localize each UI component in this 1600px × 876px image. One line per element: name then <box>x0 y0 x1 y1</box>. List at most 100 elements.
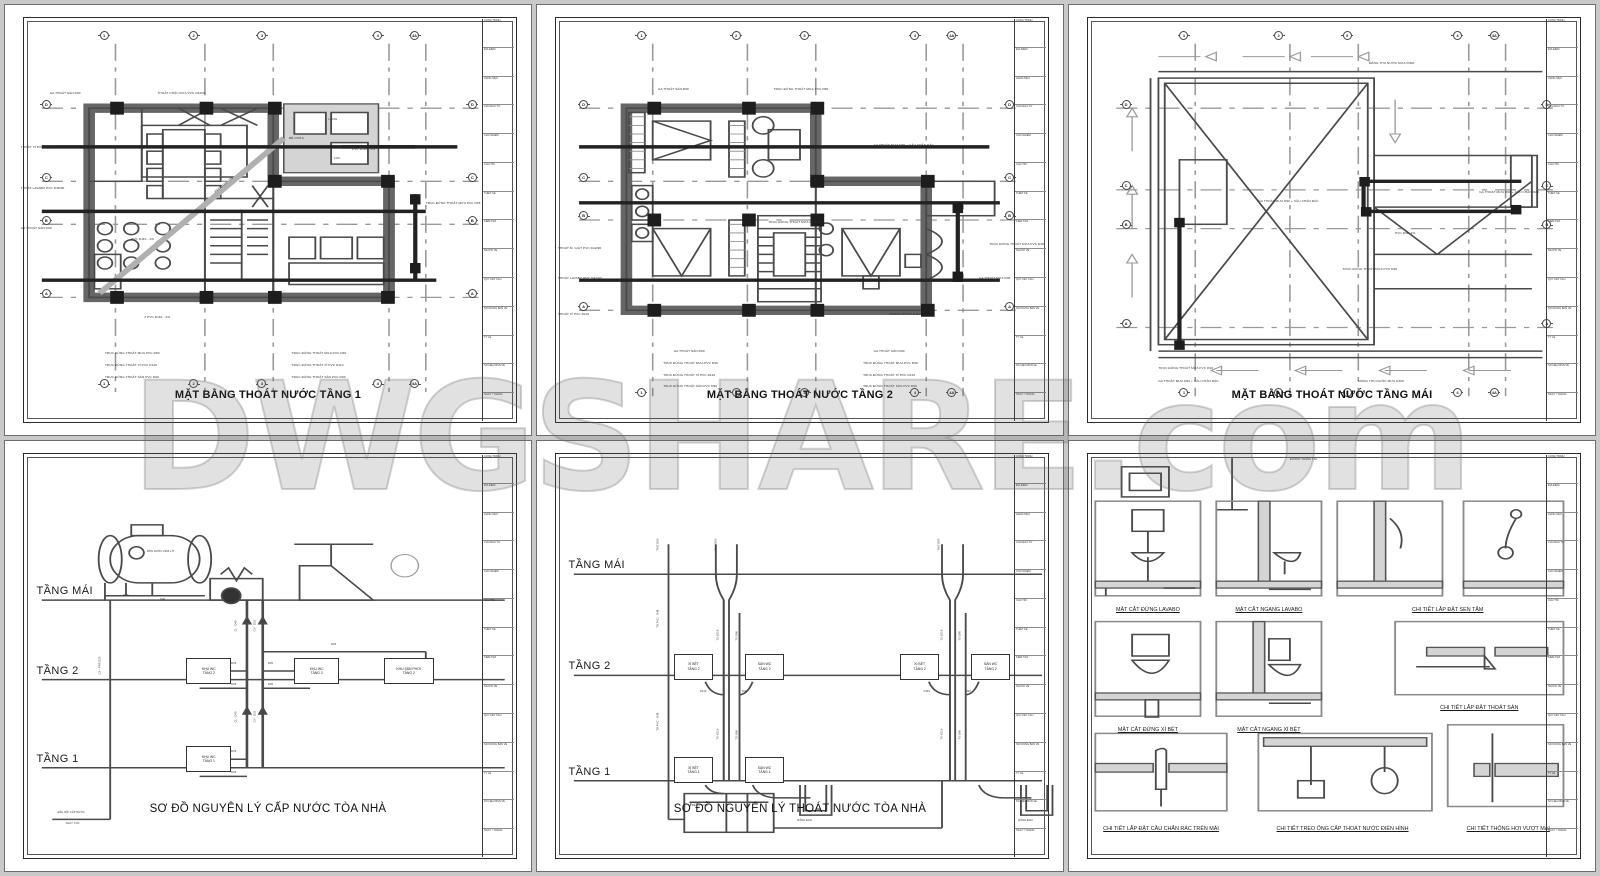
node-line-1: XÍ BỆT <box>688 662 699 667</box>
annotation: TRỤC ĐỨNG THOÁT XÍ PVC D110 <box>104 363 157 368</box>
tb-row: CHỦ ĐẦU TƯ <box>483 105 514 135</box>
tb-row: QUY KẾT CẤU <box>1015 278 1046 307</box>
panel-floor-2-drainage-plan[interactable]: 1 2 3 4 4A 1 2 3 4 4A D C B A D C B A GA… <box>536 4 1064 436</box>
detail-title: CHI TIẾT LẮP ĐẶT THOÁT SÀN <box>1440 705 1519 712</box>
panel-roof-drainage-plan[interactable]: 1 2 3 4 4A 1 2 3 4 4A D C B A D C B A MÁ… <box>1068 4 1596 436</box>
details-drawing <box>1069 441 1595 871</box>
tb-row: QUY KẾT CẤU <box>1015 714 1046 743</box>
panel-title: MẶT BẰNG THOÁT NƯỚC TẦNG 1 <box>174 388 362 401</box>
detail-title: MẶT CẮT NGANG LAVABO <box>1235 606 1303 613</box>
grid-bubble: 1 <box>98 379 111 389</box>
detail-title: MẶT CẮT ĐỨNG XÍ BỆT <box>1117 726 1178 733</box>
tb-row: CÔNG TRÌNH <box>483 455 514 484</box>
tb-row: NỘI DUNG BẢN VẼ <box>1547 743 1578 772</box>
inlet-label-line-1: ĐẤU NỐI CẤP NƯỚC <box>57 810 85 814</box>
node-line-2: TẦNG 1 <box>758 769 771 774</box>
annotation: PVC D110 - 2% <box>131 237 155 242</box>
tb-row: CHỦ NHIỆM <box>1015 570 1046 599</box>
annotation: TRỤC ĐỨNG THOÁT MƯA PVC D48 <box>425 200 481 205</box>
grid-bubble: D <box>40 99 53 109</box>
node-box: KHU SÂN PHƠI TẦNG 2 <box>383 658 434 684</box>
grid-bubble: 1 <box>1177 387 1190 397</box>
node-line-2: TẦNG 1 <box>202 759 215 764</box>
annotation: PVC D90: 2% <box>1395 230 1416 235</box>
tb-row: CHỦ TRÌ <box>1547 163 1578 192</box>
tb-row: SỐ HIỆU BẢN VẼ <box>1547 800 1578 830</box>
tb-row: CHỦ NHIỆM <box>1015 134 1046 163</box>
node-line-1: KHU WC <box>201 666 216 671</box>
tb-row: NGƯỜI VẼ <box>1015 685 1046 715</box>
tb-row: HẠNG MỤC <box>1547 77 1578 106</box>
grid-bubble: C <box>1120 181 1133 191</box>
grid-bubble: 3 <box>798 387 811 397</box>
tb-row: ĐỊA ĐIỂM <box>483 48 514 77</box>
tb-row: CHỦ ĐẦU TƯ <box>1015 105 1046 135</box>
pipe-label: TX-D110 <box>940 728 944 740</box>
grid-bubble: 3 <box>255 379 268 389</box>
node-box: KHU WC TẦNG 1 <box>186 746 232 773</box>
grid-bubble: 2 <box>1272 387 1285 397</box>
node-line-2: TẦNG 2 <box>687 666 700 671</box>
roof-drawing: 1 2 3 4 4A 1 2 3 4 4A D C B A D C B A <box>1069 5 1595 435</box>
annotation: GA THOÁT MƯA D90 + CẦU CHẮN RÁC <box>873 142 934 147</box>
annotation: THOÁT CHẬU RỬA PVC D42/90 <box>157 91 206 95</box>
grid-bubble: 3 <box>1341 387 1354 397</box>
annotation: TRỤC ĐỨNG THOÁT MƯA PVC D90 <box>773 86 829 91</box>
annotation: TRỤC ĐỨNG THOÁT MƯA PVC D90 <box>1158 366 1214 371</box>
tb-row: CHỦ NHIỆM <box>483 134 514 163</box>
floor-label-2: TẦNG 2 <box>568 660 611 673</box>
grid-bubble: 1 <box>1177 30 1190 40</box>
pipe-label: D25 <box>231 682 237 686</box>
tb-row: TỶ LỆ <box>1015 336 1046 365</box>
pipe-label: D25 <box>231 661 237 665</box>
pipe-label: D90 <box>965 690 971 694</box>
annotation: GA THOÁT SÀN D90 <box>657 86 689 91</box>
node-line-1: SÀN WC <box>983 662 998 667</box>
grid-bubble: 3 <box>255 30 268 40</box>
panel-installation-details[interactable]: ĐƯỜNG THÔNG TẮC MẶT CẮT ĐỨNG LAVABO MẶT … <box>1068 440 1596 872</box>
annotation: TRỤC ĐỨNG THOÁT SÀN PVC D90 <box>663 384 718 389</box>
tb-row: KIỂM TRA <box>1015 220 1046 250</box>
pipe-label: D25 <box>268 661 274 665</box>
annotation: GA THOÁT SÀN D90 <box>20 226 52 231</box>
tb-row: KIỂM TRA <box>1015 656 1046 686</box>
panel-floor-1-drainage-plan[interactable]: 1 2 3 4 4A 1 2 3 4 4A D C B A D C B A GA… <box>4 4 532 436</box>
detail-title: MẶT CẮT ĐỨNG LAVABO <box>1115 606 1180 613</box>
panel-water-supply-schematic[interactable]: TẦNG MÁI TẦNG 2 TẦNG 1 BỒN NƯỚC 2000 LÍT… <box>4 440 532 872</box>
pipe-label: D25 <box>231 749 237 753</box>
tb-row: CHỦ NHIỆM <box>1547 134 1578 163</box>
node-line-1: KHU SÂN PHƠI <box>396 666 421 671</box>
annotation: GA THOÁT SÀN D90 <box>673 349 705 353</box>
tb-row: NGÀY / THÁNG <box>1548 829 1567 833</box>
grid-bubble: A <box>466 288 479 298</box>
tb-row: NGÀY / THÁNG <box>484 829 503 833</box>
tb-row: ĐỊA ĐIỂM <box>1015 484 1046 513</box>
grid-bubble: B <box>466 215 479 225</box>
node-box: XÍ BỆT TẦNG 1 <box>673 757 714 783</box>
annotation: MÁNG THU NƯỚC MƯA D300 <box>1368 60 1415 65</box>
tb-row: SỐ HIỆU BẢN VẼ <box>483 364 514 394</box>
pipe-label: D40 <box>160 597 166 601</box>
grid-bubble: C <box>577 172 590 182</box>
grid-bubble: 2 <box>1272 30 1285 40</box>
floor1-drawing: 1 2 3 4 4A 1 2 3 4 4A D C B A D C B A <box>5 5 531 435</box>
pipe-label: CX - PPR D25 <box>98 656 102 675</box>
tb-row: THIẾT KẾ <box>1015 628 1046 657</box>
grid-bubble: 3 <box>798 30 811 40</box>
ditch-label: RÃNH ĐAN <box>797 819 812 823</box>
tb-row: CÔNG TRÌNH <box>1547 19 1578 48</box>
pipe-label: D90 <box>742 690 748 694</box>
grid-bubble: D <box>466 99 479 109</box>
annotation: THOÁT LAVABO PVC D48/90 <box>20 185 65 190</box>
panel-drainage-schematic[interactable]: TẦNG MÁI TẦNG 2 TẦNG 1 XÍ BỆT TẦNG 2 SÀN… <box>536 440 1064 872</box>
annotation: GA THOÁT MƯA D90 <box>978 275 1011 280</box>
grid-bubble: 1 <box>98 30 111 40</box>
tb-row: HẠNG MỤC <box>1547 513 1578 542</box>
detail-title: CHI TIẾT TREO ỐNG CẤP THOÁT NƯỚC ĐIỂN HÌ… <box>1276 825 1409 832</box>
diagram-title: SƠ ĐỒ NGUYÊN LÝ CẤP NƯỚC TÒA NHÀ <box>149 803 387 816</box>
tb-row: NGƯỜI VẼ <box>483 685 514 715</box>
grid-bubble: 2 <box>187 30 200 40</box>
grid-bubble: 3 <box>1341 30 1354 40</box>
tb-row: HẠNG MỤC <box>483 77 514 106</box>
panel-title: MẶT BẰNG THOÁT NƯỚC TẦNG MÁI <box>1231 388 1433 401</box>
